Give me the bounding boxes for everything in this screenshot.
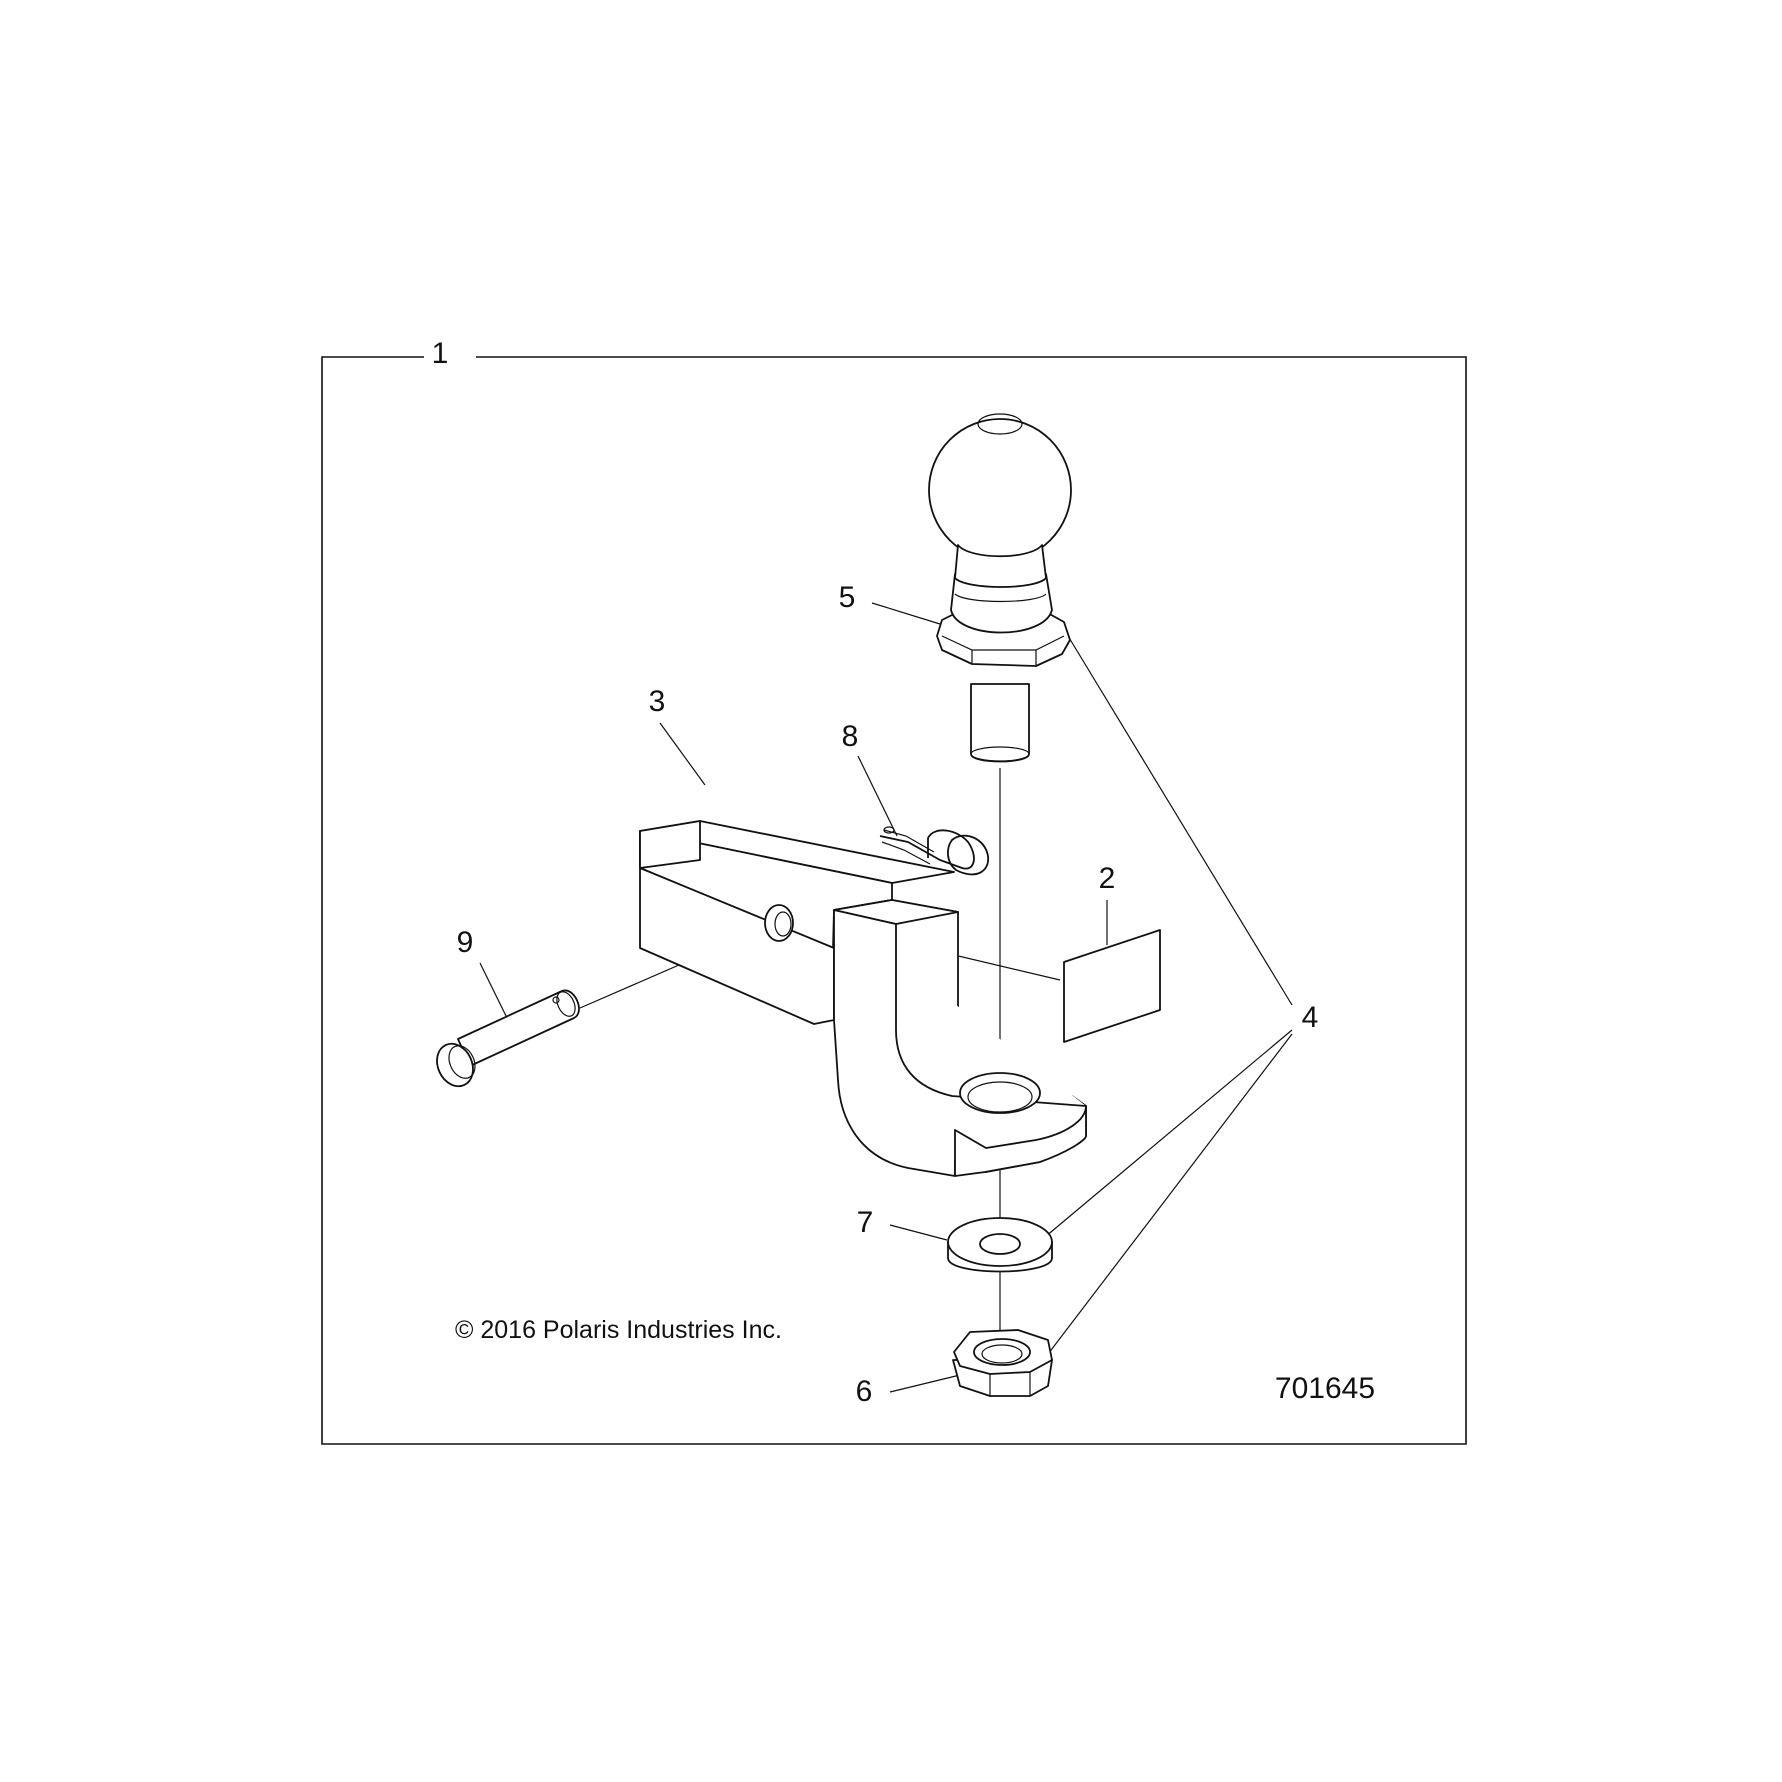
callout-8: 8 [842,720,859,753]
callout-5: 5 [839,581,856,614]
ball-mount-icon [639,820,1087,1177]
hitch-ball-icon [928,413,1072,763]
callout-1: 1 [432,337,449,370]
hex-nut-icon [952,1329,1053,1397]
copyright-text: © 2016 Polaris Industries Inc. [455,1316,782,1344]
callout-6: 6 [856,1375,873,1408]
callout-7: 7 [857,1206,874,1239]
callout-4: 4 [1302,1001,1319,1034]
assembly-frame [321,356,1467,1445]
callout-2: 2 [1099,862,1116,895]
decal-icon [1063,929,1161,1043]
washer-icon [947,1217,1053,1273]
hitch-pin-icon [436,989,580,1088]
callout-9: 9 [457,926,474,959]
callout-3: 3 [649,685,666,718]
figure-number: 701645 [1275,1372,1375,1405]
retaining-clip-icon [879,826,989,876]
